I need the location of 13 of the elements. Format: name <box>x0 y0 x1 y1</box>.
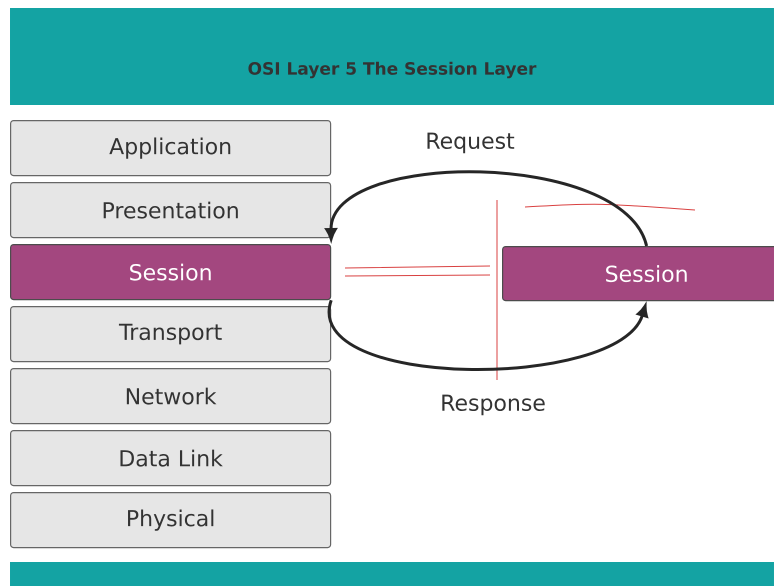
layer-box: Presentation <box>10 182 332 238</box>
edge-label: Response <box>438 392 548 418</box>
arrow <box>325 170 648 247</box>
layer-box: Physical <box>10 492 332 548</box>
layer-box: Application <box>10 120 332 176</box>
layer-box: Network <box>10 368 332 424</box>
layer-box: Transport <box>10 306 332 362</box>
title: OSI Layer 5 The Session Layer <box>248 62 536 78</box>
layer-box: Data Link <box>10 430 332 486</box>
arrow <box>328 300 648 371</box>
session-box: Session <box>502 246 774 302</box>
edge-label: Request <box>423 130 517 156</box>
session-box: Session <box>10 244 332 300</box>
